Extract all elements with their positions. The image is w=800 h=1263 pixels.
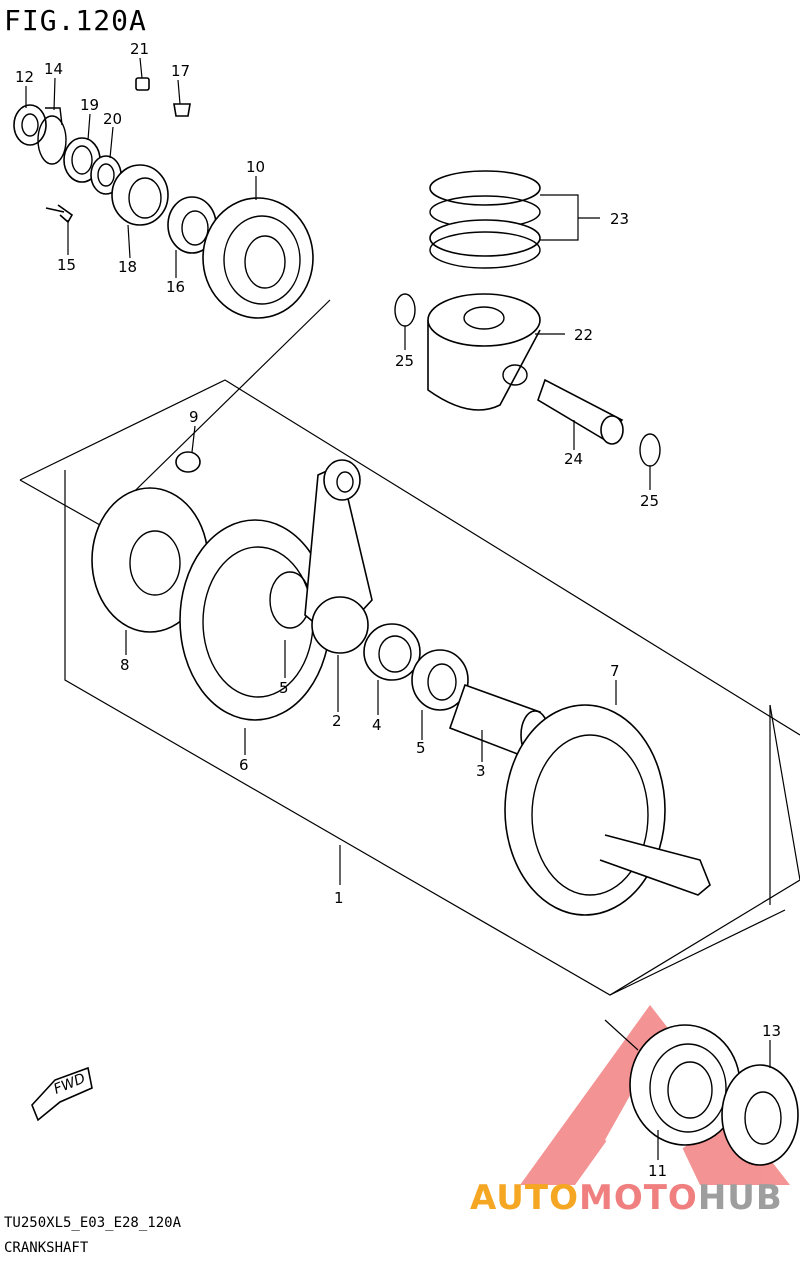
watermark-part2: MOTO bbox=[578, 1178, 698, 1218]
callout-9: 9 bbox=[189, 408, 199, 426]
callout-3: 3 bbox=[476, 762, 486, 780]
watermark-part3: HUB bbox=[697, 1178, 783, 1218]
callout-17: 17 bbox=[171, 62, 190, 80]
figure-title: FIG.120A bbox=[4, 4, 147, 37]
callout-16: 16 bbox=[166, 278, 185, 296]
part-7-crank-web-right bbox=[504, 704, 711, 916]
callout-22: 22 bbox=[574, 326, 593, 344]
callout-14: 14 bbox=[44, 60, 63, 78]
callout-1: 1 bbox=[334, 889, 344, 907]
part-21-key bbox=[135, 77, 150, 91]
part-6-crank-web-left bbox=[179, 519, 331, 721]
callout-20: 20 bbox=[103, 110, 122, 128]
callout-13: 13 bbox=[762, 1022, 781, 1040]
part-18-gear bbox=[111, 164, 169, 226]
part-25-circlip-a bbox=[394, 293, 416, 327]
callout-24: 24 bbox=[564, 450, 583, 468]
part-25-circlip-b bbox=[639, 433, 661, 467]
figure-name: CRANKSHAFT bbox=[4, 1240, 89, 1256]
callout-10: 10 bbox=[246, 158, 265, 176]
figure-code: TU250XL5_E03_E28_120A bbox=[4, 1215, 182, 1231]
part-2-conrod bbox=[304, 459, 373, 654]
part-23-piston-rings bbox=[429, 170, 541, 269]
part-14-plate bbox=[37, 107, 67, 165]
callout-23: 23 bbox=[610, 210, 629, 228]
callout-6: 6 bbox=[239, 756, 249, 774]
callout-4: 4 bbox=[372, 716, 382, 734]
part-16-gear bbox=[167, 196, 217, 254]
watermark-part1: AUTO bbox=[470, 1178, 579, 1218]
callout-21: 21 bbox=[130, 40, 149, 58]
callout-15: 15 bbox=[57, 256, 76, 274]
callout-18: 18 bbox=[118, 258, 137, 276]
part-10-bearing bbox=[202, 197, 314, 319]
callout-12: 12 bbox=[15, 68, 34, 86]
part-17-clip bbox=[173, 103, 191, 117]
part-9-plug bbox=[175, 451, 201, 473]
part-24-piston-pin bbox=[537, 378, 624, 445]
callout-2: 2 bbox=[332, 712, 342, 730]
callout-5b: 5 bbox=[416, 739, 426, 757]
part-13-oil-seal bbox=[721, 1064, 799, 1166]
callout-11: 11 bbox=[648, 1162, 667, 1180]
callout-25b: 25 bbox=[640, 492, 659, 510]
callout-25a: 25 bbox=[395, 352, 414, 370]
part-5-washer-c bbox=[411, 649, 469, 711]
part-15-screw bbox=[45, 204, 74, 224]
watermark-brand: AUTOMOTOHUB bbox=[470, 1178, 783, 1218]
crank-assembly-frame bbox=[19, 299, 800, 996]
part-22-piston bbox=[427, 293, 541, 411]
callout-19: 19 bbox=[80, 96, 99, 114]
part-4-needle-bearing bbox=[363, 623, 421, 681]
callout-7: 7 bbox=[610, 662, 620, 680]
leader-lines bbox=[25, 57, 771, 1160]
callout-5a: 5 bbox=[279, 679, 289, 697]
callout-8: 8 bbox=[120, 656, 130, 674]
callout-labels: 1 2 3 4 5 5 6 7 8 9 10 11 12 13 14 15 16… bbox=[15, 40, 781, 1180]
fwd-arrow-icon: FWD bbox=[31, 1066, 93, 1122]
